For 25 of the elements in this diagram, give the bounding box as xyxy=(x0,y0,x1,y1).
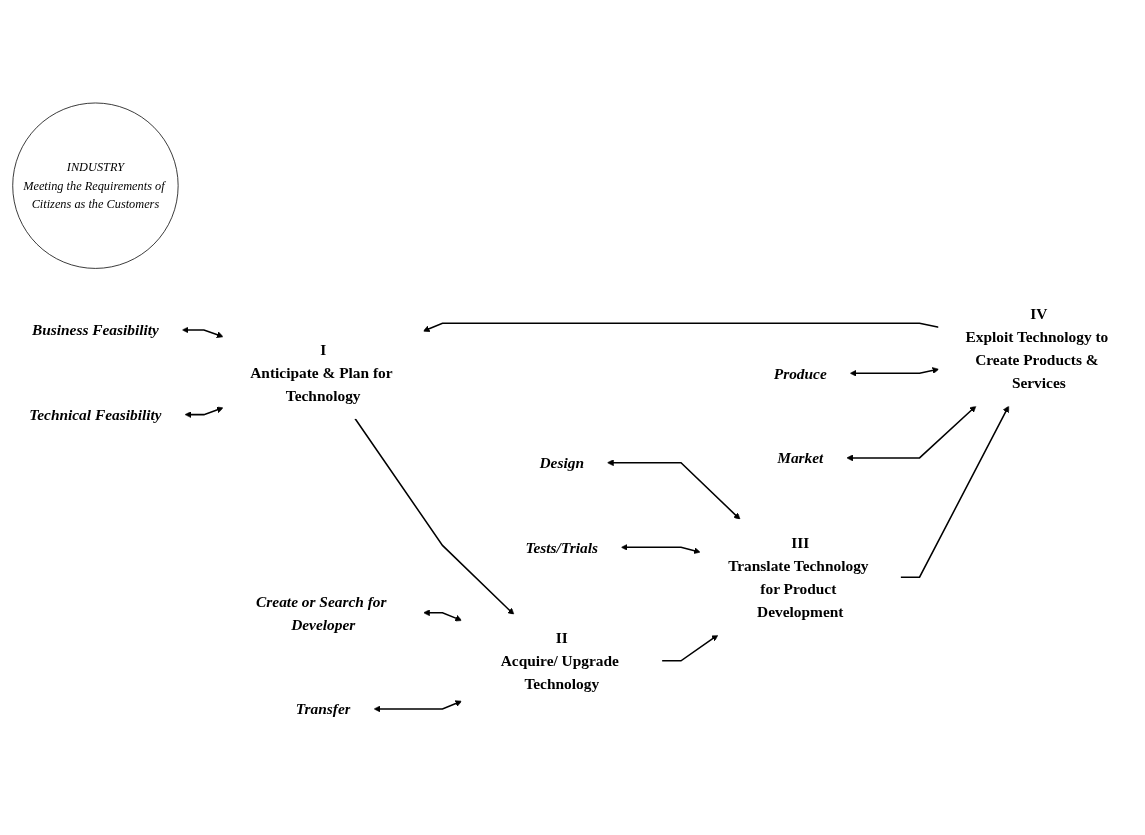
node-text: Technical Feasibility xyxy=(29,406,162,424)
node-text: II Acquire/ Upgrade Technology xyxy=(500,629,619,693)
node-text: I Anticipate & Plan for Technology xyxy=(250,340,393,404)
arrow xyxy=(846,405,977,462)
node-text: Create or Search for Developer xyxy=(256,592,387,633)
arrow xyxy=(184,406,224,418)
arrow xyxy=(607,459,741,520)
node-text: IV Exploit Technology to Create Products & Services xyxy=(965,305,1109,392)
arrow xyxy=(621,543,701,554)
arrow xyxy=(661,634,719,662)
arrow xyxy=(423,609,462,622)
node-text: Produce xyxy=(773,364,827,382)
node-text: III Translate Technology for Product Development xyxy=(728,534,869,621)
arrow xyxy=(373,700,462,713)
arrow xyxy=(422,322,940,332)
node-text: Tests/Trials xyxy=(525,538,598,556)
node-text: Design xyxy=(539,454,584,472)
node-text: Business Feasibility xyxy=(31,321,159,339)
node-text: Market xyxy=(777,449,824,467)
arrow xyxy=(182,326,224,338)
arrow xyxy=(354,417,515,615)
arrow xyxy=(899,405,1010,578)
node-text: Transfer xyxy=(295,700,351,718)
arrow xyxy=(849,367,940,377)
node-circle: INDUSTRY Meeting the Requirements of Citizens as the Customers xyxy=(12,102,179,269)
